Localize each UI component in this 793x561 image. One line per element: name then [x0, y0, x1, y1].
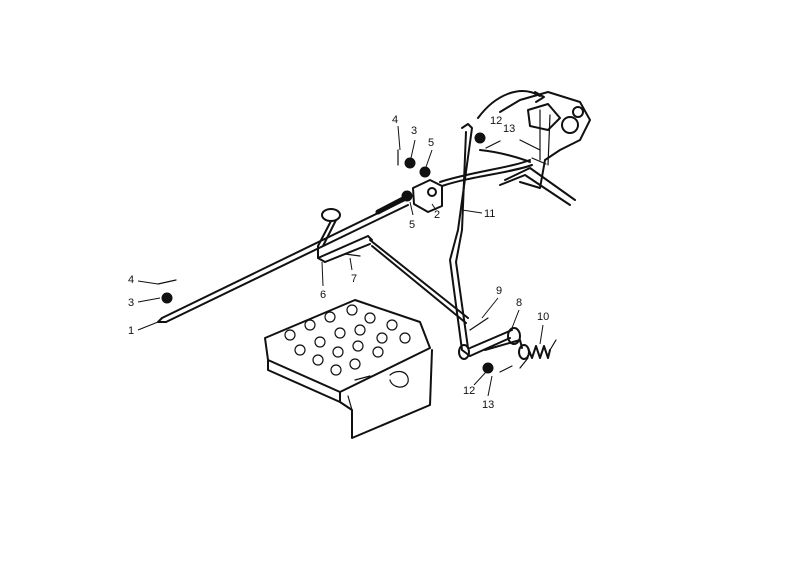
callout-8: 8 — [516, 297, 522, 309]
callout-leaders — [137, 125, 544, 397]
callout-13-top: 13 — [503, 123, 515, 135]
callout-4-top: 4 — [392, 114, 398, 126]
engine-housing — [474, 90, 591, 206]
callout-1: 1 — [128, 325, 134, 337]
callout-11: 11 — [484, 208, 495, 220]
pedal-rod-6 — [317, 208, 469, 324]
callout-4-left: 4 — [128, 274, 134, 286]
callout-13-bottom: 13 — [482, 399, 494, 411]
footrest-platform — [264, 299, 433, 439]
callout-12-top: 12 — [490, 115, 502, 127]
pivot-bracket-2 — [397, 149, 533, 213]
lever-rod-11 — [449, 123, 473, 357]
callout-2: 2 — [434, 209, 440, 221]
callout-6: 6 — [320, 289, 326, 301]
rod-1 — [157, 190, 413, 323]
callout-5-top: 5 — [428, 137, 434, 149]
callout-12-bottom: 12 — [463, 385, 475, 397]
spring-10 — [519, 339, 557, 369]
callout-10: 10 — [537, 311, 549, 323]
callout-7: 7 — [351, 273, 357, 285]
callout-5-mid: 5 — [409, 219, 415, 231]
callout-labels: 1 3 4 4 3 5 5 2 6 7 11 12 13 9 8 10 12 1… — [128, 114, 549, 411]
lower-linkage — [458, 317, 557, 374]
callout-9: 9 — [496, 285, 502, 297]
callout-3-left: 3 — [128, 297, 134, 309]
callout-3-top: 3 — [411, 125, 417, 137]
